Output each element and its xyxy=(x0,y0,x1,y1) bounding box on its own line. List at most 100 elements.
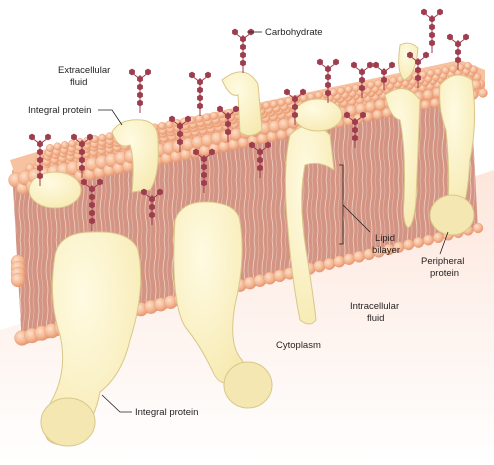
carbohydrate-unit xyxy=(240,43,246,51)
carbohydrate-unit xyxy=(333,58,339,66)
carbohydrate-unit xyxy=(352,134,358,142)
carbohydrate-unit xyxy=(415,66,421,74)
carbohydrate-unit xyxy=(421,8,427,16)
phospholipid-head xyxy=(430,97,441,108)
carbohydrate-unit xyxy=(359,68,365,76)
carbohydrate-unit xyxy=(193,148,199,156)
carbohydrate-unit xyxy=(325,73,331,81)
carbohydrate-unit xyxy=(37,148,43,156)
integral-protein-label-bottom: Integral protein xyxy=(135,407,198,418)
phospholipid-head xyxy=(472,222,484,234)
extracellular-label-line2: fluid xyxy=(70,77,87,88)
carbohydrate-unit xyxy=(201,171,207,179)
carbohydrate-unit xyxy=(137,83,143,91)
carbohydrate-unit xyxy=(389,61,395,69)
lipid-bilayer-label-line2: bilayer xyxy=(372,245,400,256)
carbohydrate-unit xyxy=(455,48,461,56)
integral-protein-top-leader xyxy=(98,109,123,126)
carbohydrate-unit xyxy=(197,102,203,110)
carbohydrate-unit xyxy=(415,58,421,66)
integral-protein-right-hook xyxy=(384,42,421,229)
carbohydrate-unit xyxy=(447,33,453,41)
phospholipid-head xyxy=(53,142,62,151)
carbohydrate-unit xyxy=(137,75,143,83)
carbohydrate-unit xyxy=(455,56,461,64)
intracellular-label-line2: fluid xyxy=(367,313,384,324)
carbohydrate-unit xyxy=(352,126,358,134)
carbohydrate-unit xyxy=(209,148,215,156)
integral-protein-middle xyxy=(173,201,273,409)
carbohydrate-unit xyxy=(225,112,231,120)
carbohydrate-unit xyxy=(79,156,85,164)
carbohydrate-unit xyxy=(257,164,263,172)
carbohydrate-unit xyxy=(359,84,365,92)
phospholipid-head xyxy=(276,129,288,141)
carbohydrate-unit xyxy=(79,164,85,172)
phospholipid-head xyxy=(313,260,326,273)
carbohydrate-unit xyxy=(177,122,183,130)
phospholipid-head xyxy=(403,239,415,251)
carbohydrate-unit xyxy=(197,86,203,94)
phospholipid-head xyxy=(344,85,353,94)
peripheral-protein-label-line1: Peripheral xyxy=(421,256,464,267)
phospholipid-head xyxy=(210,111,219,120)
phospholipid-head xyxy=(422,234,434,246)
carbohydrate-unit xyxy=(149,211,155,219)
integral-protein-hook-back xyxy=(221,71,263,136)
carbohydrate-label: Carbohydrate xyxy=(265,27,323,38)
carbohydrate-unit xyxy=(232,28,238,36)
phospholipid-head xyxy=(269,100,278,109)
phospholipid-head xyxy=(372,109,383,120)
phospholipid-head xyxy=(432,232,444,244)
carbohydrate-unit xyxy=(367,61,373,69)
carbohydrate-unit xyxy=(71,133,77,141)
carbohydrate-unit xyxy=(89,201,95,209)
carbohydrate-unit xyxy=(325,81,331,89)
protein-blob-back-middle xyxy=(293,98,343,132)
carbohydrate-unit xyxy=(141,188,147,196)
carbohydrate-unit xyxy=(177,130,183,138)
carbohydrate-unit xyxy=(201,179,207,187)
phospholipid-head xyxy=(46,143,55,152)
carbohydrate-unit xyxy=(197,94,203,102)
phospholipid-head xyxy=(434,67,443,76)
carbohydrate-unit xyxy=(157,188,163,196)
carbohydrate-unit xyxy=(317,58,323,66)
carbohydrate-unit xyxy=(89,185,95,193)
phospholipid-head xyxy=(195,114,204,123)
carbohydrate-unit xyxy=(45,133,51,141)
integral-protein-label-top: Integral protein xyxy=(28,105,91,116)
phospholipid-head xyxy=(367,80,376,89)
integral-protein-channel xyxy=(284,124,335,325)
phospholipid-head xyxy=(478,88,488,98)
carbohydrate-unit xyxy=(373,61,379,69)
phospholipid-head xyxy=(374,99,386,111)
carbohydrate-unit xyxy=(292,95,298,103)
integral-protein-upper-left xyxy=(111,119,159,193)
carbohydrate-unit xyxy=(201,163,207,171)
carbohydrate-unit xyxy=(325,89,331,97)
carbohydrate-unit xyxy=(455,40,461,48)
phospholipid-head xyxy=(422,89,434,101)
carbohydrate-unit xyxy=(81,178,87,186)
phospholipid-head xyxy=(337,86,346,95)
carbohydrate-unit xyxy=(429,15,435,23)
carbohydrate-unit xyxy=(437,8,443,16)
extracellular-label-line1: Extracellular xyxy=(58,65,110,76)
carbohydrate-unit xyxy=(37,172,43,180)
cytoplasm-label: Cytoplasm xyxy=(276,340,321,351)
carbohydrate-unit xyxy=(429,31,435,39)
carbohydrate-unit xyxy=(360,111,366,119)
carbohydrate-unit xyxy=(325,65,331,73)
integral-protein-bottom-leader xyxy=(101,394,132,413)
phospholipid-head xyxy=(98,133,107,142)
phospholipid-head xyxy=(314,91,323,100)
phospholipid-head xyxy=(323,257,336,270)
phospholipid-head xyxy=(329,88,338,97)
carbohydrate-unit xyxy=(359,76,365,84)
carbohydrate-unit xyxy=(429,39,435,47)
carbohydrate-unit xyxy=(197,78,203,86)
phospholipid-head xyxy=(412,236,425,248)
carbohydrate-unit xyxy=(352,118,358,126)
